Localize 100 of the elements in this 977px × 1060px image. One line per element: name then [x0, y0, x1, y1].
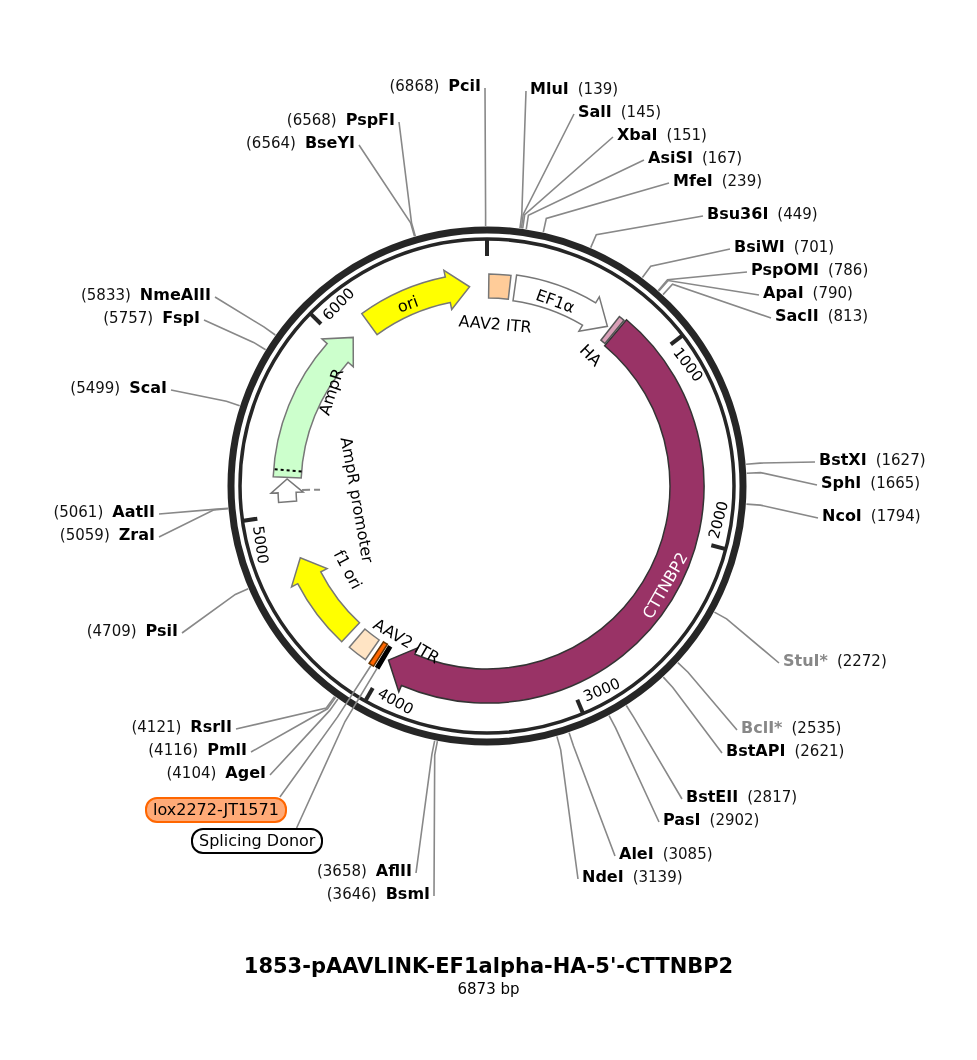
- enzyme-name: PspFI: [345, 110, 395, 130]
- site-position: (786): [827, 260, 869, 280]
- site-position: (6564): [246, 133, 296, 153]
- site-position: (239): [721, 171, 763, 191]
- site-position: (790): [812, 283, 853, 303]
- site-position: (139): [577, 79, 619, 99]
- site-position: (3658): [316, 861, 367, 881]
- site-position: (6868): [389, 76, 440, 96]
- site-position: (1794): [870, 506, 921, 526]
- tick-label: 2000: [704, 499, 732, 541]
- site-position: (449): [777, 204, 818, 224]
- leader-line: [279, 664, 372, 798]
- site-position: (2535): [791, 718, 842, 738]
- enzyme-name: AflII: [375, 861, 412, 881]
- enzyme-name: ScaI: [129, 378, 167, 398]
- site-position: (2272): [836, 651, 887, 671]
- leader-line: [214, 296, 277, 336]
- leader-line: [745, 461, 816, 465]
- enzyme-name: Bsu36I: [707, 204, 769, 224]
- site-position: (701): [793, 237, 835, 257]
- enzyme-name: FspI: [162, 308, 200, 328]
- enzyme-name: BclI*: [741, 718, 783, 738]
- site-position: (5061): [53, 502, 104, 522]
- enzyme-name: BseYI: [304, 133, 355, 153]
- enzyme-name: MfeI: [673, 171, 713, 191]
- feature-tag: Splicing Donor: [191, 828, 324, 854]
- enzyme-name: NdeI: [582, 867, 624, 887]
- site-position: (5833): [80, 285, 131, 305]
- leader-line: [568, 731, 616, 857]
- leader-line: [203, 319, 267, 351]
- enzyme-name: MluI: [530, 79, 569, 99]
- enzyme-name: SphI: [821, 473, 862, 493]
- enzyme-name: BsiWI: [734, 237, 785, 257]
- enzyme-name: ZraI: [118, 525, 155, 545]
- site-position: (5499): [70, 378, 121, 398]
- leader-line: [542, 182, 670, 233]
- site-position: (167): [701, 148, 743, 168]
- enzyme-name: SacII: [775, 306, 819, 326]
- site-position: (813): [827, 306, 869, 326]
- leader-line: [358, 144, 416, 238]
- site-position: (4116): [148, 740, 199, 760]
- site-position: (151): [666, 125, 707, 145]
- enzyme-name: XbaI: [617, 125, 658, 145]
- leader-line: [415, 739, 436, 874]
- enzyme-name: BstAPI: [726, 741, 786, 761]
- site-position: (2902): [709, 810, 760, 830]
- site-position: (4709): [86, 621, 137, 641]
- leader-line: [295, 667, 378, 829]
- enzyme-name: AleI: [619, 844, 654, 864]
- site-position: (3139): [632, 867, 683, 887]
- leader-line: [181, 588, 249, 634]
- leader-line: [158, 507, 229, 515]
- enzyme-name: NcoI: [822, 506, 862, 526]
- site-position: (4121): [131, 717, 182, 737]
- enzyme-name: AatII: [112, 502, 155, 522]
- leader-line: [484, 87, 487, 227]
- enzyme-name: BstXI: [819, 450, 867, 470]
- enzyme-name: BstEII: [686, 787, 739, 807]
- leader-line: [250, 696, 337, 753]
- site-position: (1627): [875, 450, 926, 470]
- leader-line: [158, 507, 229, 538]
- leader-line: [713, 611, 780, 664]
- site-position: (4104): [166, 763, 217, 783]
- site-position: (5059): [59, 525, 110, 545]
- leader-line: [658, 279, 760, 296]
- leader-line: [625, 704, 683, 800]
- tick-label: 3000: [580, 674, 623, 706]
- leader-line: [589, 215, 704, 249]
- enzyme-name: RsrII: [190, 717, 232, 737]
- enzyme-name: BsmI: [385, 884, 430, 904]
- enzyme-name: AgeI: [225, 763, 266, 783]
- leader-line: [556, 735, 579, 880]
- site-position: (1665): [870, 473, 921, 493]
- enzyme-name: PciI: [448, 76, 481, 96]
- leader-line: [662, 676, 723, 754]
- leader-line: [519, 90, 527, 229]
- enzyme-name: PasI: [663, 810, 701, 830]
- enzyme-name: PsiI: [145, 621, 178, 641]
- enzyme-name: StuI*: [783, 651, 828, 671]
- leader-line: [170, 389, 241, 407]
- leader-line: [269, 698, 339, 776]
- site-position: (2817): [747, 787, 798, 807]
- leader-line: [745, 503, 819, 519]
- site-position: (3646): [326, 884, 377, 904]
- leader-line: [520, 113, 575, 230]
- leader-line: [745, 471, 818, 486]
- leader-line: [662, 283, 772, 319]
- leader-line: [525, 159, 645, 230]
- enzyme-name: PspOMI: [751, 260, 819, 280]
- leader-line: [521, 136, 614, 230]
- site-position: (2621): [794, 741, 845, 761]
- site-position: (145): [620, 102, 662, 122]
- enzyme-name: NmeAIII: [139, 285, 211, 305]
- leader-line: [641, 248, 731, 279]
- site-position: (5757): [103, 308, 154, 328]
- site-position: (3085): [662, 844, 713, 864]
- enzyme-name: PmlI: [207, 740, 247, 760]
- enzyme-name: AsiSI: [648, 148, 693, 168]
- leader-line: [677, 661, 738, 731]
- leader-line: [608, 714, 660, 823]
